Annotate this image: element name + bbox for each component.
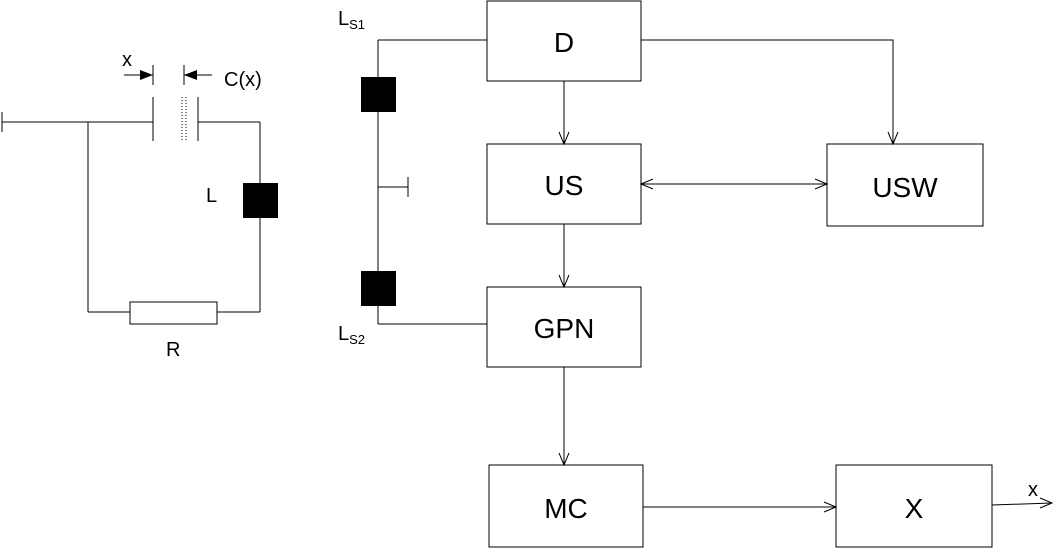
- block-x-box: [835, 464, 993, 548]
- block-us-label: US: [545, 170, 584, 201]
- ls2-label: LS2: [338, 323, 365, 347]
- x-gap-label: x: [122, 49, 132, 71]
- block-gpn-box: [486, 286, 642, 368]
- lcr-circuit: x C(x) L R: [1, 49, 278, 361]
- arrowhead-us-usw-right: [814, 178, 829, 190]
- ls1-coil: [361, 77, 396, 112]
- block-d-label: D: [554, 27, 574, 58]
- block-usw: USW: [826, 143, 984, 227]
- arrow-x-output: [991, 502, 1053, 506]
- arrowhead-x-output: [1039, 497, 1054, 509]
- x-arrowhead-right: [184, 70, 197, 80]
- x-arrowhead-left: [140, 70, 153, 80]
- arrowhead-us-usw-left: [639, 178, 654, 190]
- capacitor-label: C(x): [224, 69, 262, 91]
- connections: x: [558, 39, 1054, 513]
- sensor-coils: LS1 LS2: [338, 8, 487, 347]
- block-usw-box: [826, 143, 984, 227]
- block-x-label: X: [905, 493, 924, 524]
- resistor-label: R: [166, 339, 180, 361]
- arrowhead-mc-to-x: [823, 501, 838, 513]
- inductor: [243, 183, 278, 218]
- block-d-box: [486, 0, 642, 82]
- arrowhead-gpn-to-mc: [558, 452, 570, 467]
- block-gpn: GPN: [486, 286, 642, 368]
- arrowhead-us-to-gpn: [558, 274, 570, 289]
- block-us: US: [486, 143, 642, 225]
- arrow-d-to-usw: [641, 39, 894, 144]
- block-mc-label: MC: [544, 493, 588, 524]
- ls2-coil: [361, 271, 396, 306]
- block-gpn-label: GPN: [534, 313, 595, 344]
- resistor: [129, 301, 218, 325]
- block-mc: MC: [488, 464, 644, 548]
- block-usw-label: USW: [872, 172, 938, 203]
- block-d: D: [486, 0, 642, 82]
- inductor-label: L: [206, 185, 217, 207]
- block-mc-box: [488, 464, 644, 548]
- arrowhead-d-to-usw: [887, 131, 899, 146]
- ls1-label: LS1: [338, 8, 365, 32]
- block-x: X: [835, 464, 993, 548]
- arrowhead-d-to-us: [558, 131, 570, 146]
- output-label: x: [1028, 479, 1038, 501]
